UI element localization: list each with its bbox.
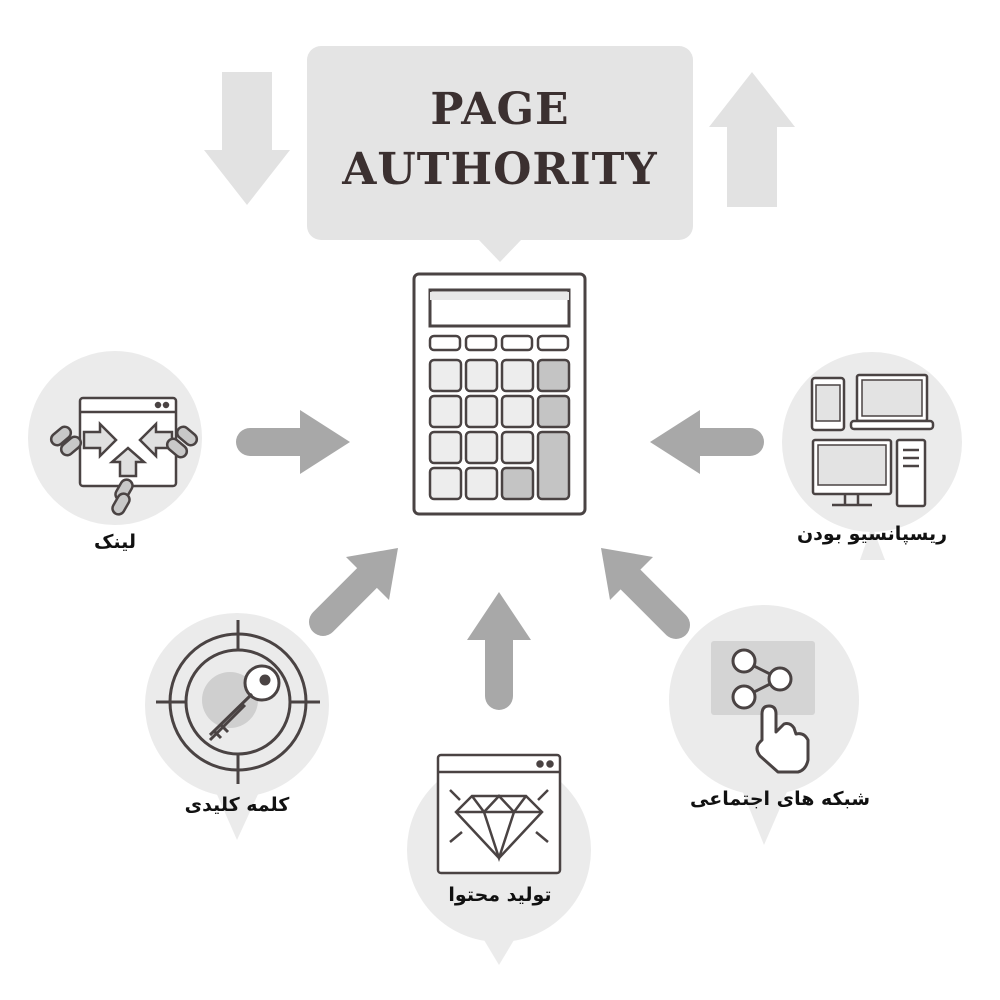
page-title: PAGE AUTHORITY <box>307 80 693 200</box>
label-responsive: ریسپانسیو بودن <box>796 523 948 545</box>
label-social: شبکه های اجتماعی <box>690 788 870 810</box>
key-target-icon <box>156 620 320 784</box>
devices-icon <box>810 373 935 508</box>
label-link: لینک <box>93 531 137 553</box>
label-content: تولید محتوا <box>448 884 552 906</box>
calculator-icon <box>412 272 587 516</box>
share-hand-icon <box>711 641 815 774</box>
diamond-window-icon <box>436 753 562 875</box>
label-keyword: کلمه کلیدی <box>184 794 290 816</box>
up-arrow-icon <box>709 72 795 207</box>
arrow-from-link <box>236 410 350 474</box>
link-chain-icon <box>49 396 199 516</box>
title-pointer <box>478 239 522 262</box>
arrow-from-social <box>601 548 690 639</box>
arrow-from-keyword <box>309 548 398 636</box>
down-arrow-icon <box>204 72 290 205</box>
title-panel <box>307 46 693 240</box>
arrow-from-responsive <box>650 410 764 474</box>
arrow-from-content <box>467 592 531 710</box>
title-line-1: PAGE <box>430 84 570 135</box>
title-line-2: AUTHORITY <box>342 144 658 195</box>
